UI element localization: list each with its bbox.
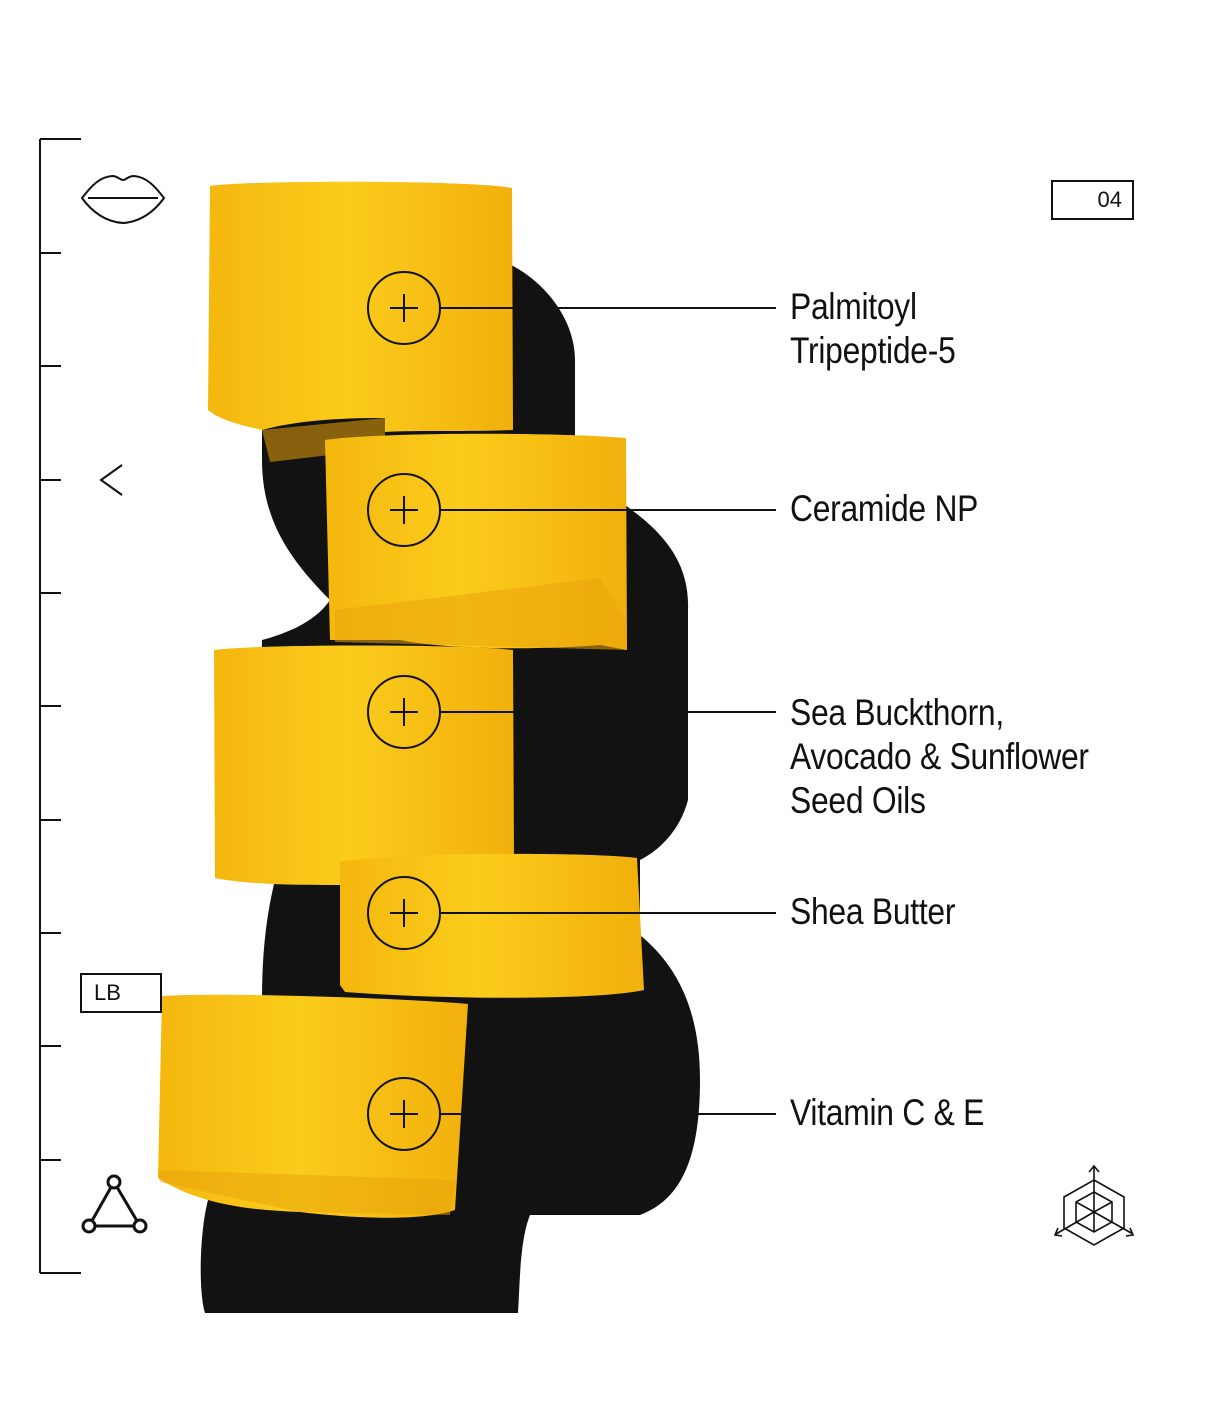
- side-ruler: [39, 138, 81, 1274]
- ingredient-label-1: Palmitoyl Tripeptide-5: [790, 285, 956, 373]
- chevron-left-icon: [99, 464, 123, 496]
- callouts: [440, 307, 776, 1115]
- marker-4: [367, 876, 441, 950]
- ingredient-line: Tripeptide-5: [790, 330, 956, 371]
- ingredient-line: Shea Butter: [790, 891, 956, 932]
- ingredient-line: Ceramide NP: [790, 488, 979, 529]
- marker-2: [367, 473, 441, 547]
- marker-1: [367, 271, 441, 345]
- ingredient-label-2: Ceramide NP: [790, 487, 978, 531]
- product-segments: [158, 181, 644, 1218]
- ingredient-line: Vitamin C & E: [790, 1092, 985, 1133]
- ingredient-line: Seed Oils: [790, 780, 926, 821]
- segment-1: [208, 181, 513, 432]
- marker-3: [367, 675, 441, 749]
- ingredient-label-4: Shea Butter: [790, 890, 955, 934]
- segment-5: [158, 994, 468, 1218]
- page-number-badge: 04: [1051, 180, 1134, 220]
- lips-icon: [80, 174, 166, 225]
- ingredient-line: Palmitoyl: [790, 286, 917, 327]
- ingredient-line: Sea Buckthorn,: [790, 692, 1004, 733]
- finish-tag: LB: [80, 973, 162, 1013]
- 3d-cube-axes-icon: [1053, 1164, 1135, 1246]
- segment-4: [340, 853, 644, 998]
- marker-5: [367, 1077, 441, 1151]
- triangle-nodes-icon: [81, 1174, 148, 1234]
- ingredient-label-5: Vitamin C & E: [790, 1091, 984, 1135]
- ingredient-label-3: Sea Buckthorn, Avocado & Sunflower Seed …: [790, 691, 1089, 823]
- segment-3: [214, 645, 514, 885]
- ingredient-line: Avocado & Sunflower: [790, 736, 1089, 777]
